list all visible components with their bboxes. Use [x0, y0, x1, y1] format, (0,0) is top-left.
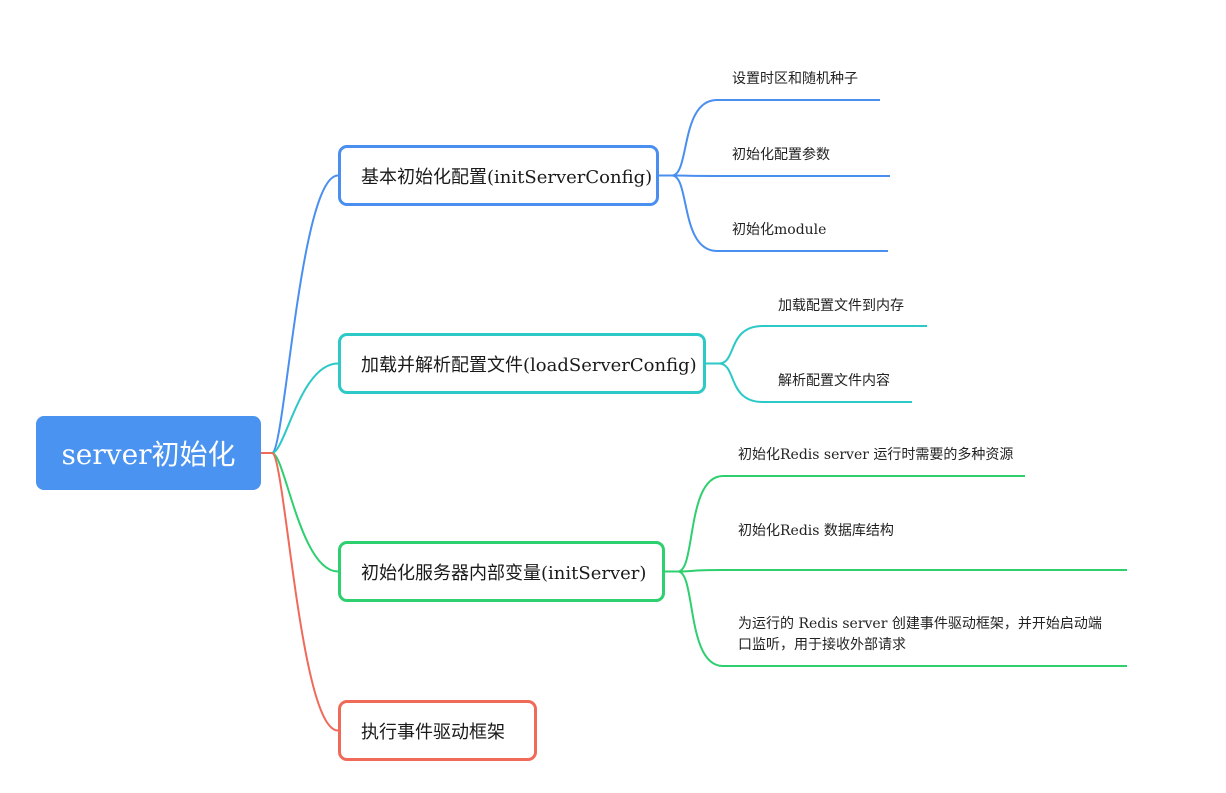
root-branch-connector — [261, 452, 339, 732]
branch-leaf-connector — [671, 99, 880, 177]
branch-leaf-connector — [671, 174, 890, 177]
leaf-node[interactable]: 设置时区和随机种子 — [732, 71, 858, 87]
leaf-node[interactable]: 解析配置文件内容 — [778, 373, 890, 389]
root-node[interactable]: server初始化 — [36, 416, 261, 490]
leaf-node[interactable]: 加载配置文件到内存 — [778, 298, 904, 314]
branch-leaf-connector — [718, 362, 912, 403]
branch-node-init-server[interactable]: 初始化服务器内部变量(initServer) — [338, 541, 665, 602]
branch-node-init-server-config[interactable]: 基本初始化配置(initServerConfig) — [338, 145, 659, 206]
branch-leaf-connector — [671, 174, 888, 252]
branch-leaf-connector — [718, 325, 927, 365]
root-branch-connector — [261, 362, 339, 454]
branch-node-load-server-config[interactable]: 加载并解析配置文件(loadServerConfig) — [338, 333, 706, 394]
leaf-node[interactable]: 为运行的 Redis server 创建事件驱动框架，并开始启动端口监听，用于接… — [738, 616, 1102, 653]
root-branch-connector — [261, 174, 339, 454]
branch-leaf-connector — [677, 475, 1025, 573]
branch-leaf-connector — [677, 569, 1127, 573]
branch-leaf-connector — [677, 570, 1127, 667]
branch-node-event-loop[interactable]: 执行事件驱动框架 — [338, 700, 537, 761]
leaf-node[interactable]: 初始化module — [732, 222, 827, 238]
leaf-node[interactable]: 初始化Redis 数据库结构 — [738, 523, 894, 539]
leaf-node[interactable]: 初始化Redis server 运行时需要的多种资源 — [738, 447, 1014, 463]
leaf-node[interactable]: 初始化配置参数 — [732, 147, 830, 163]
root-branch-connector — [261, 452, 339, 573]
